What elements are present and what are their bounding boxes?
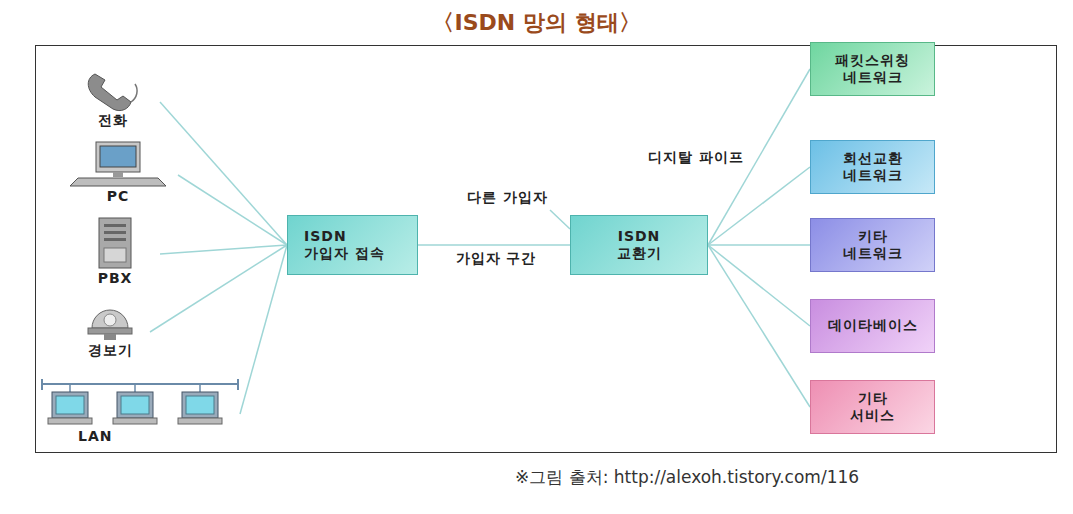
device-label: PBX [98,270,133,288]
lan-drop [69,384,71,392]
alarm-dome [92,310,128,328]
connector-line [708,245,810,407]
alarm-base [88,328,132,334]
device-icon [70,298,150,342]
lan-screen [186,396,214,414]
pbx-slot [104,231,126,234]
figure-caption: ※그림 출처: http://alexoh.tistory.com/116 [515,467,859,488]
phone-cord [131,84,137,102]
annotation-label: 다른 가입자 [465,189,550,207]
network-box: 기타 서비스 [810,380,935,434]
lan-bus [42,383,238,385]
lan-terminator [41,379,43,390]
alarm-lamp [104,314,116,326]
box-label: ISDN 가입자 접속 [304,228,392,263]
lan-monitor [52,392,88,418]
diagram-frame [36,46,1057,453]
device-label: PC [107,188,130,206]
device-icon [65,68,160,112]
annotation-label: 디지탈 파이프 [646,149,746,167]
device-node: 경보기 [70,298,150,366]
device-node: 전화 [65,68,160,136]
device-label: LAN [40,428,112,446]
monitor-neck [113,172,123,177]
connector-line [178,175,287,245]
lan-base [113,418,157,424]
connector-line [708,167,810,245]
pbx-slot [104,238,126,241]
monitor-body [96,142,140,172]
pbx-cabinet [99,218,131,268]
lan-base [178,418,222,424]
device-icon [70,216,160,270]
phone-handset [88,74,131,111]
lan-drop [199,384,201,392]
device-icon [40,378,240,428]
network-box: 데이타베이스 [810,299,935,353]
network-box: 패킷스위칭 네트워크 [810,42,935,96]
device-node: PBX [70,216,160,292]
connector-line [240,245,287,414]
box-label: 키타 네트워크 [834,228,912,263]
lan-monitor [182,392,218,418]
box-label: 데이타베이스 [821,317,925,335]
other-subscriber-line [550,210,570,229]
network-box: 키타 네트워크 [810,218,935,272]
lan-terminator [237,379,239,390]
device-node: LAN [40,378,240,450]
connector-line [418,244,570,246]
pbx-slot [104,224,126,227]
lan-drop [134,384,136,392]
device-node: PC [58,140,178,210]
box-label: 패킷스위칭 네트워크 [834,52,912,87]
keyboard [70,178,166,186]
box-label: ISDN 교환기 [595,228,683,263]
lan-screen [121,396,149,414]
connector-line [708,245,810,326]
box-label: 기타 서비스 [834,390,912,425]
diagram-title: 〈ISDN 망의 형태〉 [0,9,1073,37]
device-label: 전화 [98,112,128,130]
connector-line [708,244,810,246]
process-box: ISDN 가입자 접속 [287,215,418,275]
pbx-panel [104,248,126,262]
connector-line [160,245,287,254]
connector-line [160,102,287,245]
lan-base [48,418,92,424]
network-box: 회선교환 네트워크 [810,140,935,194]
process-box: ISDN 교환기 [570,215,708,275]
lan-screen [56,396,84,414]
device-icon [58,140,178,188]
monitor-screen [100,146,136,167]
device-label: 경보기 [88,342,133,360]
box-label: 회선교환 네트워크 [834,150,912,185]
lan-monitor [117,392,153,418]
alarm-stand [104,334,116,340]
edge-label: 가입자 구간 [454,250,539,268]
